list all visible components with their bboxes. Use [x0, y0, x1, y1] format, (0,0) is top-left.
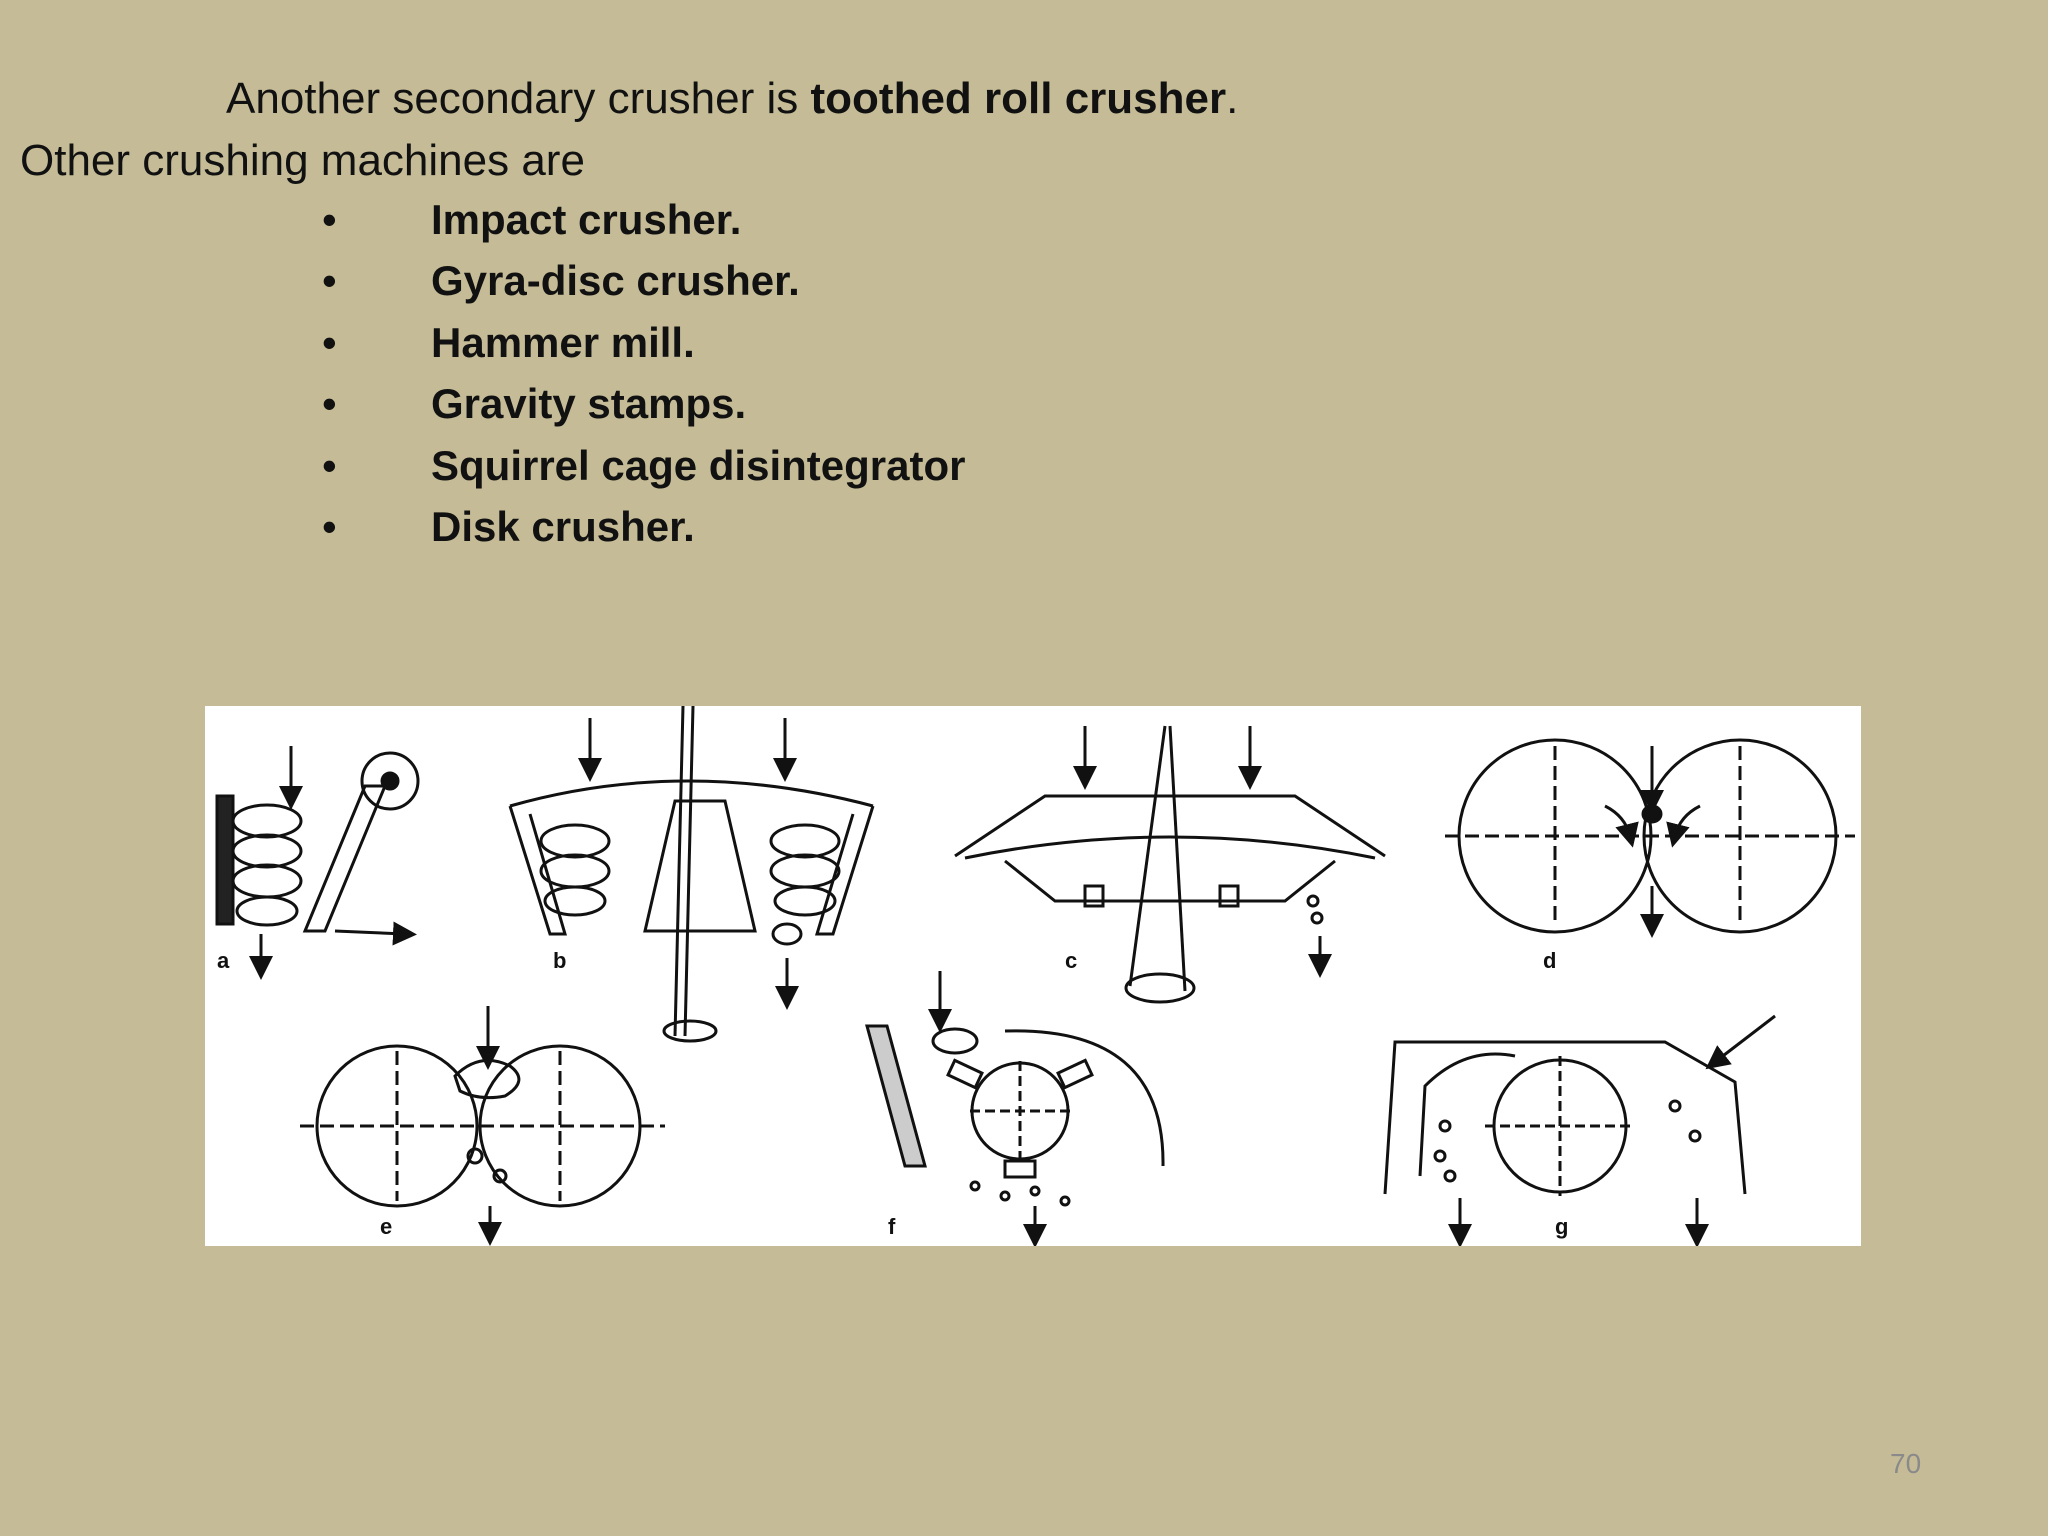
- bullet-icon: •: [322, 502, 337, 550]
- list-item-label: Squirrel cage disintegrator: [431, 441, 966, 489]
- intro-sentence: Another secondary crusher is toothed rol…: [226, 74, 1238, 124]
- panel-label-f: f: [888, 1214, 896, 1239]
- crusher-diagram: a b c d e f g: [205, 706, 1861, 1246]
- panel-label-e: e: [380, 1214, 392, 1239]
- bullet-icon: •: [322, 257, 337, 305]
- panel-c-cone-crusher-icon: [954, 725, 1386, 1004]
- panel-label-d: d: [1543, 948, 1556, 973]
- panel-e-double-roll-icon: [300, 1006, 665, 1246]
- panel-d-roll-crusher-icon: [1445, 738, 1855, 938]
- panel-label-c: c: [1065, 948, 1077, 973]
- panel-label-b: b: [553, 948, 566, 973]
- list-item-label: Disk crusher.: [431, 502, 695, 550]
- intro-prefix: Another secondary crusher is: [226, 74, 811, 123]
- bullet-icon: •: [322, 441, 337, 489]
- panel-label-a: a: [217, 948, 230, 973]
- intro-suffix: .: [1226, 74, 1239, 123]
- list-item-label: Gravity stamps.: [431, 380, 747, 428]
- page-number: 70: [1890, 1448, 1922, 1479]
- panel-f-hammer-mill-icon: [865, 971, 1165, 1246]
- panel-a-jaw-crusher-icon: [215, 746, 420, 980]
- bullet-icon: •: [322, 196, 337, 243]
- list-item-label: Hammer mill.: [431, 318, 695, 366]
- panel-g-impact-crusher-icon: [1383, 1014, 1776, 1246]
- panel-label-g: g: [1555, 1214, 1568, 1239]
- subheading: Other crushing machines are: [20, 136, 585, 185]
- panel-b-gyratory-crusher-icon: [508, 706, 875, 1043]
- list-item-label: Gyra-disc crusher.: [431, 257, 800, 305]
- bullet-icon: •: [322, 318, 337, 366]
- bullet-icon: •: [322, 380, 337, 428]
- crusher-diagram-svg: a b c d e f g: [215, 706, 1855, 1246]
- intro-emphasis: toothed roll crusher: [810, 74, 1227, 123]
- list-item-label: Impact crusher.: [431, 196, 742, 243]
